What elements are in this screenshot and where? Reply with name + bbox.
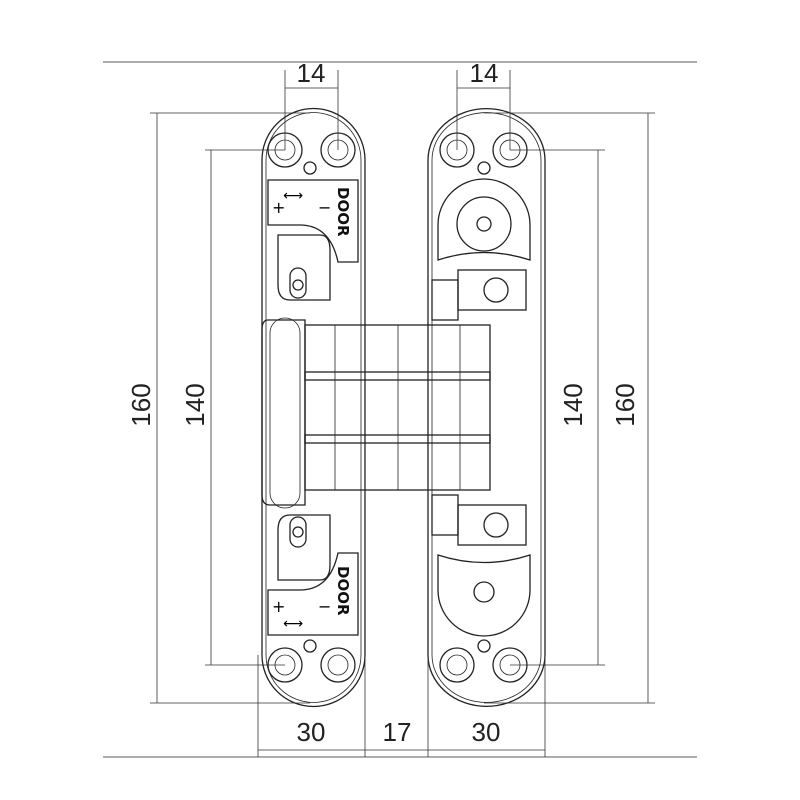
dim-label-160-right: 160 <box>610 383 640 426</box>
dim-top-right <box>456 70 511 150</box>
plus-icon-bottom: + <box>272 597 285 616</box>
minus-icon: − <box>318 198 331 217</box>
adjust-arrow-icon: ⟷ <box>283 188 303 204</box>
minus-icon-bottom: − <box>318 597 331 616</box>
adjust-arrow-icon-bottom: ⟷ <box>283 616 303 632</box>
dim-bottom <box>257 655 546 757</box>
dim-label-17: 17 <box>383 717 412 747</box>
dim-label-30-right: 30 <box>472 717 501 747</box>
dim-label-14-left: 14 <box>297 58 326 88</box>
hinge-body <box>304 324 491 491</box>
left-plate: DOOR DOOR + − ⟷ + − ⟷ <box>261 107 366 708</box>
dim-left-140 <box>205 149 285 666</box>
dim-label-30-left: 30 <box>297 717 326 747</box>
right-plate <box>427 107 546 708</box>
dim-right-140 <box>510 149 605 666</box>
door-label-top: DOOR <box>334 187 352 237</box>
dim-right-160 <box>484 112 655 704</box>
dim-top-left <box>284 70 339 150</box>
dim-label-14-right: 14 <box>470 58 499 88</box>
dim-label-140-right: 140 <box>558 383 588 426</box>
dim-label-160-left: 160 <box>126 383 156 426</box>
dim-label-140-left: 140 <box>180 383 210 426</box>
door-label-bottom: DOOR <box>334 566 352 616</box>
dim-left-160 <box>150 112 310 704</box>
plus-icon: + <box>272 198 285 217</box>
